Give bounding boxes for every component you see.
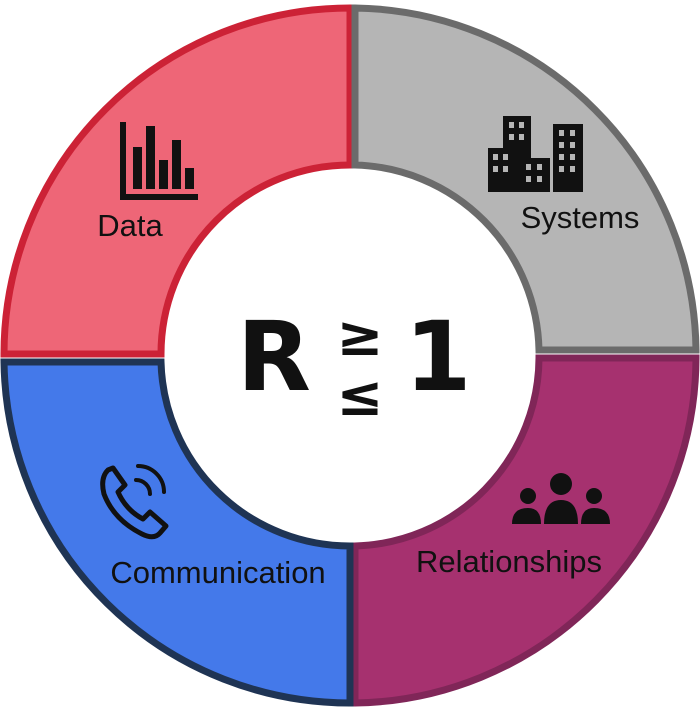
segment-label-communication: Communication xyxy=(110,555,325,590)
center-greater-equal-symbol: ≥ xyxy=(337,304,384,369)
bar-chart-icon xyxy=(120,122,198,200)
segment-label-data: Data xyxy=(97,208,163,243)
phone-icon xyxy=(100,464,169,540)
center-left-symbol: R xyxy=(237,301,311,413)
segment-relationships xyxy=(351,354,700,707)
center-less-equal-symbol: ≤ xyxy=(337,364,384,429)
segment-label-relationships: Relationships xyxy=(416,544,602,579)
people-group-icon xyxy=(512,473,610,524)
segment-label-systems: Systems xyxy=(521,200,640,235)
center-right-symbol: 1 xyxy=(405,301,472,413)
buildings-icon xyxy=(488,116,583,192)
segment-communication xyxy=(0,358,354,707)
